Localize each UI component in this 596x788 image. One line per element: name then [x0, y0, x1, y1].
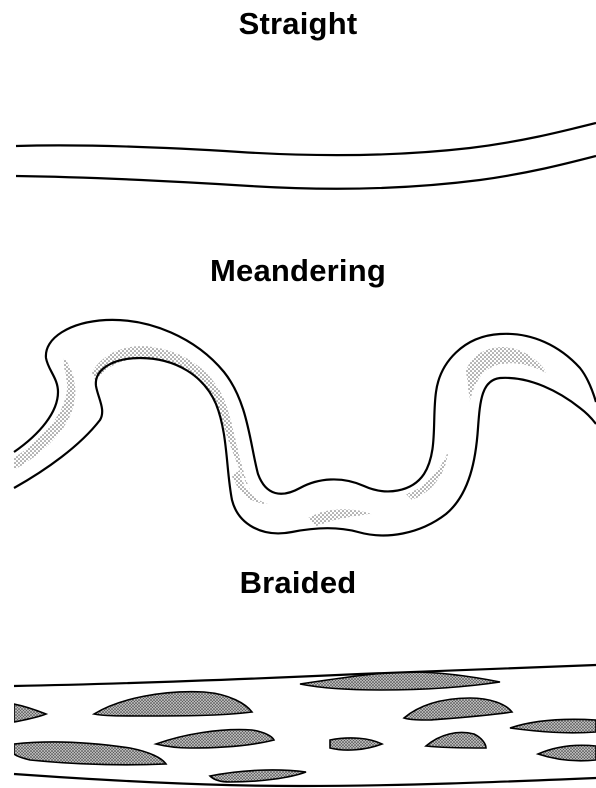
braid-bar-6 [156, 730, 274, 748]
meandering-channel [14, 320, 596, 536]
straight-bank-bottom [16, 156, 596, 189]
point-bar-2 [92, 346, 250, 490]
braid-bar-8 [14, 742, 166, 765]
braid-bar-4 [404, 698, 512, 720]
point-bar-5 [406, 452, 448, 500]
braided-channel [14, 665, 596, 786]
braid-bar-5 [510, 719, 596, 733]
point-bar-3 [232, 470, 268, 504]
meander-bank-inner [14, 358, 596, 535]
straight-channel [16, 123, 596, 189]
braid-bar-7 [426, 733, 486, 749]
braid-bank-bottom [14, 774, 596, 786]
braid-bar-2 [14, 704, 46, 722]
point-bar-4 [308, 509, 372, 526]
braid-bar-11 [210, 770, 306, 782]
point-bar-6 [466, 347, 548, 402]
straight-bank-top [16, 123, 596, 155]
braid-bar-10 [538, 745, 596, 760]
braid-bar-9 [330, 738, 382, 750]
braid-bar-3 [94, 692, 252, 716]
